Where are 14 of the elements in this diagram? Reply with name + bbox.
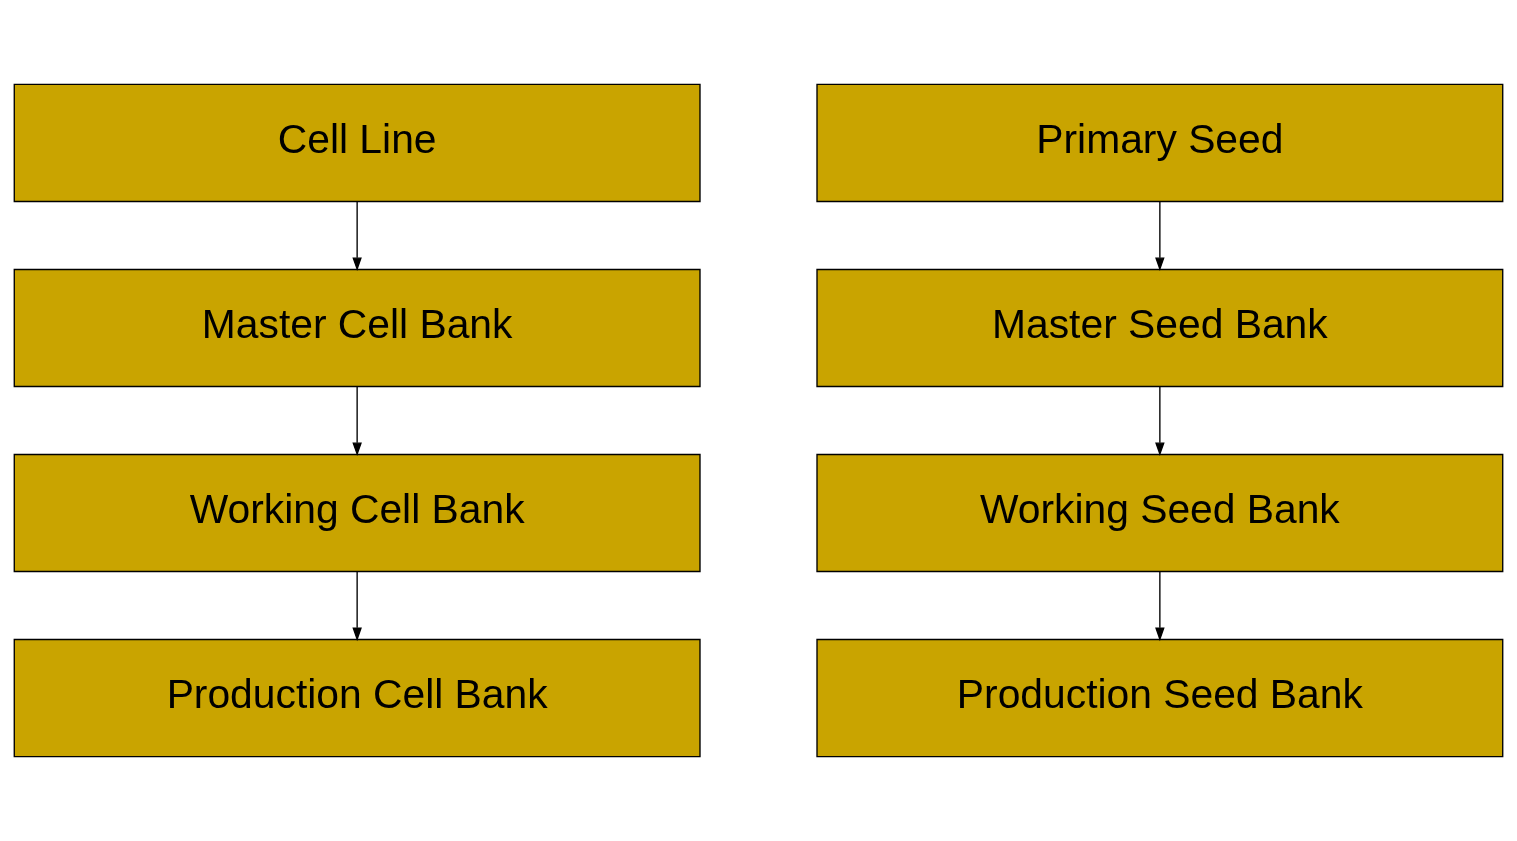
node-box: Cell Line — [13, 83, 701, 203]
arrow — [352, 385, 362, 457]
node-box: Working Cell Bank — [13, 453, 701, 573]
node-box: Master Seed Bank — [816, 268, 1504, 388]
arrow — [1155, 570, 1165, 642]
arrow — [352, 570, 362, 642]
arrow — [1155, 385, 1165, 457]
node-box: Primary Seed — [816, 83, 1504, 203]
node-box: Master Cell Bank — [13, 268, 701, 388]
node-box: Working Seed Bank — [816, 453, 1504, 573]
arrow — [1155, 200, 1165, 272]
arrow — [352, 200, 362, 272]
node-box: Production Seed Bank — [816, 638, 1504, 758]
node-box: Production Cell Bank — [13, 638, 701, 758]
